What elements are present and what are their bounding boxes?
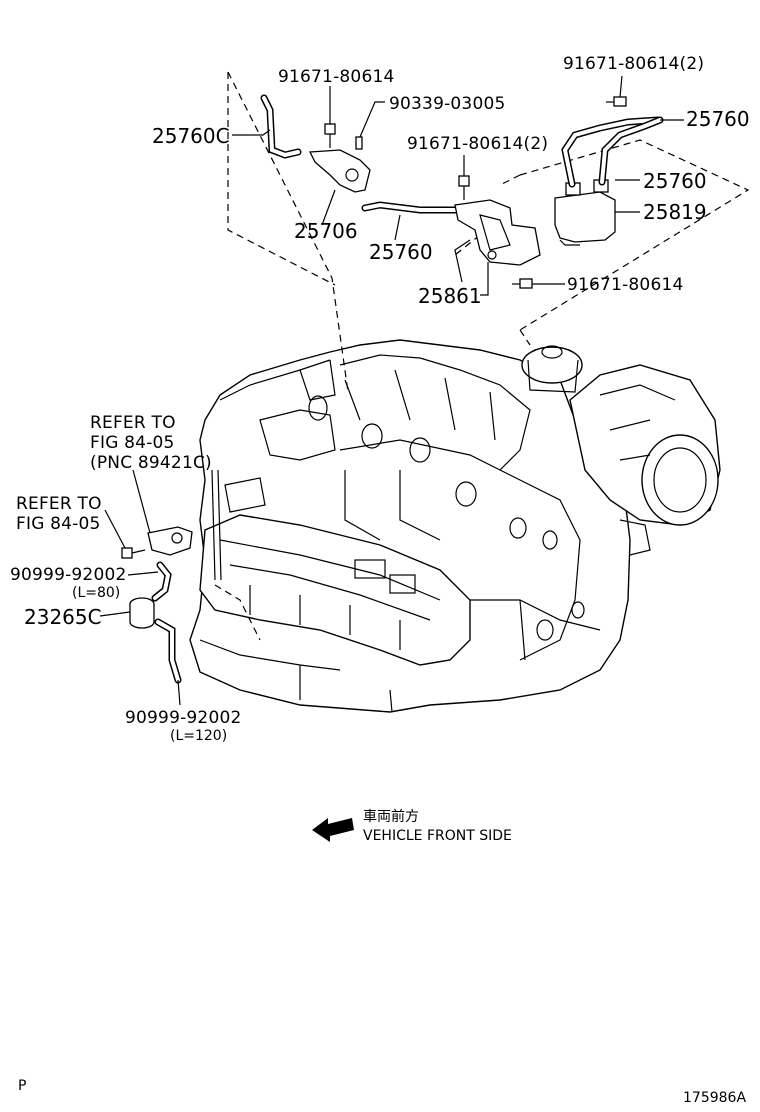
label-bolt-mid: 91671-80614(2) — [407, 134, 548, 154]
vehicle-front-jp: 車両前方 — [363, 808, 419, 825]
refer-note-1-line3: (PNC 89421C) — [90, 453, 212, 473]
corner-mark: P — [18, 1078, 26, 1094]
label-hose-25760c: 25760C — [152, 124, 230, 148]
label-bolt-bracket: 91671-80614 — [567, 275, 684, 295]
refer-note-1-line1: REFER TO — [90, 413, 176, 433]
refer-note-1-line2: FIG 84-05 — [90, 433, 175, 453]
sensor-89421c — [147, 526, 193, 556]
label-bolt-top-right: 91671-80614(2) — [563, 54, 704, 74]
hose-upper — [151, 561, 172, 602]
hose-25760-right — [561, 116, 664, 188]
label-hose-lower-pn: 90999-92002 — [125, 708, 242, 728]
refer-note-2-line1: REFER TO — [16, 494, 102, 514]
label-hose-center: 25760 — [369, 240, 433, 264]
vsv-25819 — [554, 179, 616, 246]
bolt-bracket — [512, 278, 533, 289]
dashed-leader-lines — [214, 71, 750, 641]
label-bracket-25706: 25706 — [294, 219, 358, 243]
bolt-top-center — [324, 123, 336, 148]
label-clip: 90339-03005 — [389, 94, 506, 114]
label-bracket-25861: 25861 — [418, 284, 482, 308]
vehicle-front-en: VEHICLE FRONT SIDE — [363, 828, 512, 844]
bracket-25861 — [454, 199, 541, 266]
bolt-top-right — [606, 96, 627, 107]
vehicle-front-arrow-icon — [312, 818, 354, 842]
label-bolt-top-center: 91671-80614 — [278, 67, 395, 87]
clip-90339 — [355, 136, 363, 150]
label-vsv-25819: 25819 — [643, 200, 707, 224]
bolt-sensor — [121, 547, 146, 559]
label-hose-upper-pn: 90999-92002 — [10, 565, 127, 585]
label-hose-upper-length: (L=80) — [72, 585, 120, 601]
label-leaders — [99, 75, 684, 706]
hose-25760c — [260, 94, 302, 159]
filter-23265c — [129, 597, 155, 629]
bracket-25706 — [308, 149, 371, 193]
hose-lower — [154, 618, 182, 684]
bolt-mid — [458, 175, 470, 200]
label-hose-right-top: 25760 — [686, 107, 750, 131]
refer-note-2-line2: FIG 84-05 — [16, 514, 101, 534]
figure-id: 175986A — [683, 1090, 746, 1106]
label-hose-right-mid: 25760 — [643, 169, 707, 193]
label-filter-23265c: 23265C — [24, 605, 102, 629]
engine-illustration — [189, 339, 721, 713]
label-hose-lower-length: (L=120) — [170, 728, 227, 744]
